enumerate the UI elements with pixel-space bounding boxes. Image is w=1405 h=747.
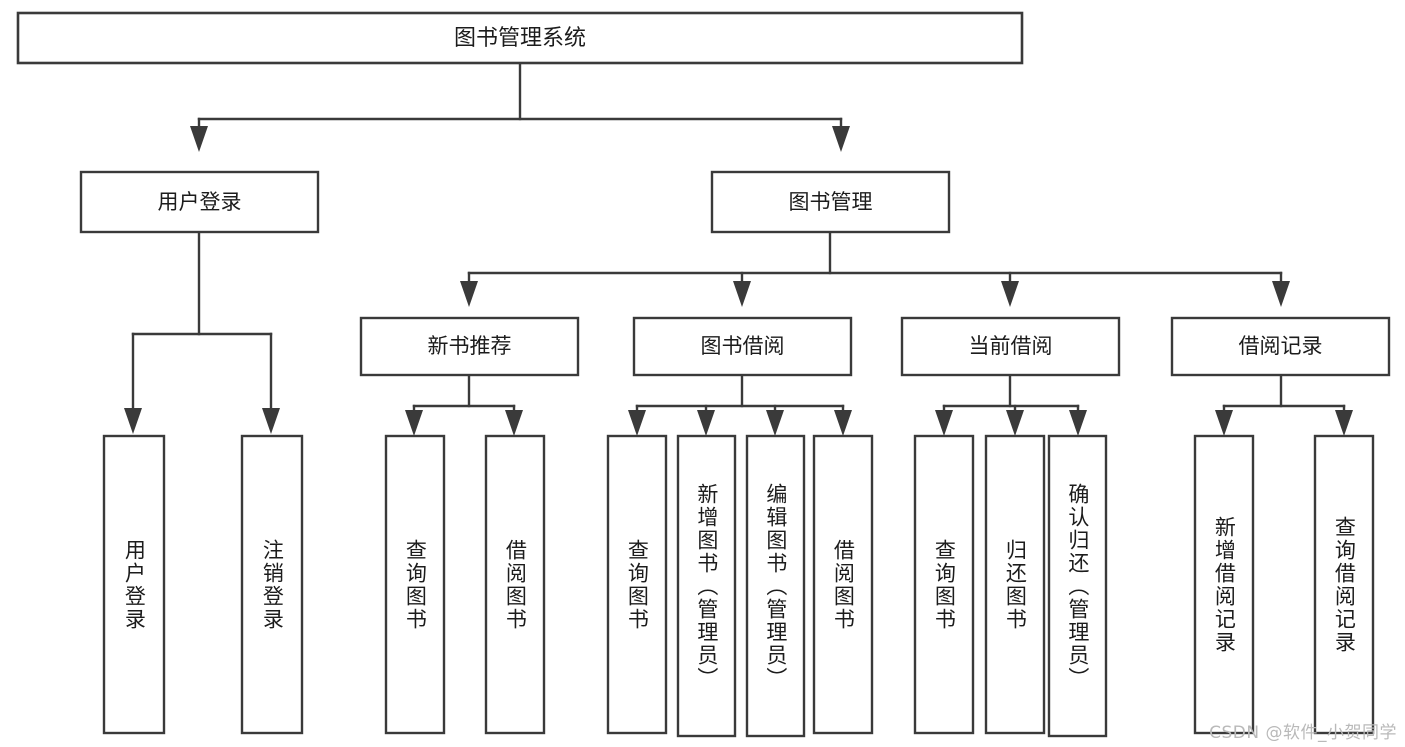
connector-root-to-level1 (190, 61, 850, 152)
csdn-watermark: CSDN @软件_小贺同学 (1209, 723, 1397, 743)
arrow-down-icon (697, 410, 715, 436)
node-borrow-record-label: 借阅记录 (1239, 334, 1323, 358)
connector-bookmanage-to-level2 (460, 230, 1290, 307)
arrow-down-icon (733, 281, 751, 307)
node-borrow-record[interactable]: 借阅记录 (1170, 316, 1391, 377)
leaf-nb-borrow-box[interactable] (484, 434, 546, 735)
node-root[interactable]: 图书管理系统 (16, 11, 1024, 65)
node-user-login[interactable]: 用户登录 (79, 170, 320, 234)
arrow-down-icon (1215, 410, 1233, 436)
leaf-bb-borrow-box[interactable] (812, 434, 874, 735)
leaf-nb-query-box[interactable] (384, 434, 446, 735)
arrow-down-icon (1335, 410, 1353, 436)
arrow-down-icon (190, 126, 208, 152)
arrow-down-icon (505, 410, 523, 436)
connector-bookborrow-to-leaves (628, 373, 852, 436)
node-new-book-recommend-label: 新书推荐 (428, 334, 512, 358)
arrow-down-icon (460, 281, 478, 307)
arrow-down-icon (834, 410, 852, 436)
node-user-login-label: 用户登录 (158, 190, 242, 214)
connector-currentborrow-to-leaves (935, 373, 1087, 436)
arrow-down-icon (832, 126, 850, 152)
node-root-label: 图书管理系统 (454, 26, 586, 51)
arrow-down-icon (766, 410, 784, 436)
node-book-manage[interactable]: 图书管理 (710, 170, 951, 234)
arrow-down-icon (262, 408, 280, 434)
arrow-down-icon (1272, 281, 1290, 307)
leaf-bb-query-box[interactable] (606, 434, 668, 735)
node-book-manage-label: 图书管理 (789, 190, 873, 214)
arrow-down-icon (405, 410, 423, 436)
connector-newbook-to-leaves (405, 373, 523, 436)
leaf-br-add-box[interactable] (1193, 434, 1255, 735)
arrow-down-icon (124, 408, 142, 434)
leaf-user-login-box[interactable] (102, 434, 166, 735)
node-current-borrow[interactable]: 当前借阅 (900, 316, 1121, 377)
node-new-book-recommend[interactable]: 新书推荐 (359, 316, 580, 377)
node-current-borrow-label: 当前借阅 (969, 334, 1053, 358)
leaf-bb-edit-box[interactable] (745, 434, 806, 738)
arrow-down-icon (628, 410, 646, 436)
node-book-borrow-label: 图书借阅 (701, 334, 785, 358)
leaf-br-query-box[interactable] (1313, 434, 1375, 735)
leaf-bb-add-box[interactable] (676, 434, 737, 738)
arrow-down-icon (1006, 410, 1024, 436)
leaf-cb-return-box[interactable] (984, 434, 1046, 735)
node-book-borrow[interactable]: 图书借阅 (632, 316, 853, 377)
arrow-down-icon (935, 410, 953, 436)
leaf-cb-query-box[interactable] (913, 434, 975, 735)
arrow-down-icon (1001, 281, 1019, 307)
leaf-logout-box[interactable] (240, 434, 304, 735)
connector-userlogin-to-leaves (124, 230, 280, 434)
connector-borrowrecord-to-leaves (1215, 373, 1353, 436)
leaf-cb-confirm-box[interactable] (1047, 434, 1108, 738)
arrow-down-icon (1069, 410, 1087, 436)
